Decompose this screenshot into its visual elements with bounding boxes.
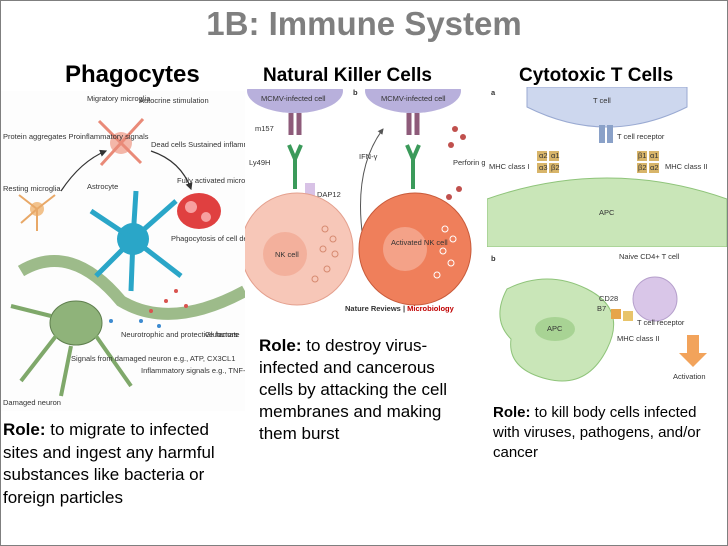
naive-t-cell (632, 276, 678, 322)
label-beta1: β1 (638, 151, 647, 160)
role-phagocytes: Role: to migrate to infected sites and i… (3, 419, 243, 509)
label-tcr-b: T cell receptor (637, 318, 685, 327)
role-label-nk: Role: (259, 336, 302, 355)
label-mhc2: MHC class II (665, 162, 708, 171)
label-dap12: DAP12 (317, 190, 341, 199)
label-alpha2: α2 (539, 151, 548, 160)
label-glutamate: Glutamate (205, 330, 240, 339)
slide-title: 1B: Immune System (206, 5, 522, 42)
label-panel-b-t: b (491, 254, 496, 263)
role-label-t: Role: (493, 404, 531, 421)
nk-cells-diagram: MCMV-infected cell b m157 Ly49H DAP12 NK… (245, 89, 485, 317)
role-text-t: to kill body cells infected with viruses… (493, 404, 701, 461)
label-mcmv-right: MCMV-infected cell (381, 94, 446, 103)
label-m157: m157 (255, 124, 274, 133)
apc-membrane (487, 177, 727, 247)
label-alpha1: α1 (551, 151, 560, 160)
migratory-microglia-cell (97, 117, 145, 167)
label-naive: Naive CD4+ T cell (619, 252, 680, 261)
role-t-cells: Role: to kill body cells infected with v… (493, 403, 723, 463)
label-a2: α2 (650, 163, 659, 172)
heading-nk-cells: Natural Killer Cells (263, 65, 432, 86)
infected-cell-left (247, 89, 343, 113)
nk-cells-figure: MCMV-infected cell b m157 Ly49H DAP12 NK… (245, 89, 485, 317)
label-autocrine: Autocrine stimulation (139, 96, 209, 105)
label-beta2: β2 (638, 163, 647, 172)
label-inflam: Inflammatory signals e.g., TNF-a, IL-6, … (141, 366, 245, 375)
label-b7: B7 (597, 304, 606, 313)
label-mcmv-left: MCMV-infected cell (261, 94, 326, 103)
heading-phagocytes: Phagocytes (65, 61, 200, 88)
label-mhc2-b: MHC class II (617, 334, 660, 343)
tcell-diagram-a: a T cell T cell receptor α2 α1 α3 β2 MHC… (487, 87, 727, 247)
label-signals: Signals from damaged neuron e.g., ATP, C… (71, 354, 235, 363)
label-panel-b: b (353, 89, 358, 97)
role-text-nk: to destroy virus-infected and cancerous … (259, 336, 448, 443)
label-tcell: T cell (593, 96, 611, 105)
heading-cytotoxic-t-cells: Cytotoxic T Cells (519, 65, 674, 86)
damaged-neuron-body (49, 300, 103, 346)
label-source: Nature Reviews | Microbiology (345, 304, 455, 313)
label-dead: Dead cells Sustained inflammation (151, 140, 245, 149)
label-apc-a: APC (599, 208, 615, 217)
astrocyte-cell (89, 190, 183, 292)
label-astrocyte: Astrocyte (87, 182, 118, 191)
tcell-diagram-b: b Naive CD4+ T cell APC CD28 B7 T cell r… (487, 249, 727, 397)
label-migratory: Migratory microglia (87, 94, 151, 103)
label-fully: Fully activated microglia (177, 176, 245, 185)
role-nk-cells: Role: to destroy virus-infected and canc… (259, 335, 469, 445)
label-tcr-a: T cell receptor (617, 132, 665, 141)
label-activated: Activated NK cell (391, 238, 448, 247)
label-a1: α1 (650, 151, 659, 160)
label-damaged: Damaged neuron (3, 398, 61, 407)
role-label-phagocytes: Role: (3, 420, 46, 439)
resting-microglia-cell (18, 194, 56, 231)
label-resting: Resting microglia (3, 184, 61, 193)
phagocytes-figure: Migratory microglia Autocrine stimulatio… (1, 91, 245, 411)
label-ly49h: Ly49H (249, 158, 270, 167)
label-cd28: CD28 (599, 294, 618, 303)
tcell-figure-a: a T cell T cell receptor α2 α1 α3 β2 MHC… (487, 87, 727, 247)
label-alpha3: α3 (539, 163, 548, 172)
label-protein: Protein aggregates Proinflammatory signa… (3, 132, 149, 141)
label-activation: Activation (673, 372, 706, 381)
phagocytes-diagram: Migratory microglia Autocrine stimulatio… (1, 91, 245, 411)
label-phago: Phagocytosis of cell debris (171, 234, 245, 243)
activated-microglia-cell (177, 193, 221, 229)
label-apc-b: APC (547, 324, 563, 333)
label-perforin: Perforin granzymes (453, 158, 485, 167)
label-mhc1: MHC class I (489, 162, 529, 171)
role-text-phagocytes: to migrate to infected sites and ingest … (3, 420, 215, 507)
infected-cell-right (365, 89, 461, 113)
tcell-figure-b: b Naive CD4+ T cell APC CD28 B7 T cell r… (487, 249, 727, 397)
activation-arrow-icon (679, 335, 707, 367)
label-nk: NK cell (275, 250, 299, 259)
label-neuro: Neurotrophic and protective factors (121, 330, 238, 339)
label-panel-a: a (491, 88, 496, 97)
label-beta2m: β2 (551, 163, 560, 172)
svg-text:Migratory microglia: Migratory microglia (87, 94, 151, 103)
axon (17, 255, 245, 320)
